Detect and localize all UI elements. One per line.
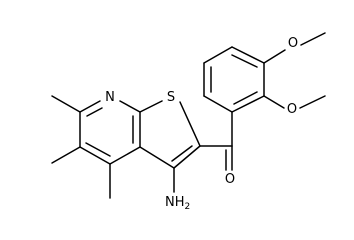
pyridine-ring (79, 100, 141, 165)
atom-label-nh2-subscript: 2 (185, 202, 191, 212)
atom-label-methoxy-o-para: O (288, 36, 298, 51)
atom-label-s: S (167, 90, 175, 105)
bond-ar6-ar1-inner (233, 91, 258, 105)
bond-ar4-ar5-inner (231, 54, 258, 68)
atom-label-carbonyl-o: O (225, 172, 235, 187)
bond-ome3-ch3 (299, 95, 326, 109)
methoxy-groups (263, 32, 326, 109)
methyl-c5 (51, 146, 81, 164)
atom-labels: N S NH2 O O O (105, 36, 298, 212)
bond-c4-c5 (79, 146, 111, 165)
bond-ar6-ar1 (231, 95, 265, 113)
chemical-structure-diagram: N S NH2 O O O (51, 32, 326, 212)
bond-c6-n7-inner (86, 107, 103, 117)
atom-label-methoxy-o-meta: O (287, 102, 297, 117)
bond-ar6-ome3 (263, 95, 285, 109)
atom-label-nh2: NH2 (165, 195, 190, 212)
bond-c7a-s1 (139, 100, 163, 113)
bond-ome4-ch3 (300, 32, 326, 46)
bond-ar1-ar2 (203, 95, 233, 113)
atom-label-n: N (105, 90, 115, 105)
bond-ar4-ar5 (231, 46, 265, 64)
bond-c2-c3 (173, 145, 201, 169)
dimethoxyphenyl-ring (203, 46, 265, 113)
bond-c4-c5-inner (85, 142, 111, 157)
thiophene-ring (139, 100, 201, 169)
carbonyl-bridge (199, 111, 233, 171)
bond-s1-c2 (179, 101, 201, 147)
methyl-groups (51, 95, 111, 199)
atom-label-nh: NH (165, 195, 185, 210)
bond-ar3-ar4 (203, 46, 233, 64)
bond-c3-c3a (139, 146, 175, 169)
bond-c3a-c4 (109, 146, 141, 165)
bond-c6-n7 (79, 100, 101, 113)
bond-c2-c3-inner (171, 145, 193, 162)
methyl-c6 (51, 95, 81, 113)
bond-ar5-ome4 (263, 49, 286, 64)
bond-n7-c7a (119, 100, 141, 113)
